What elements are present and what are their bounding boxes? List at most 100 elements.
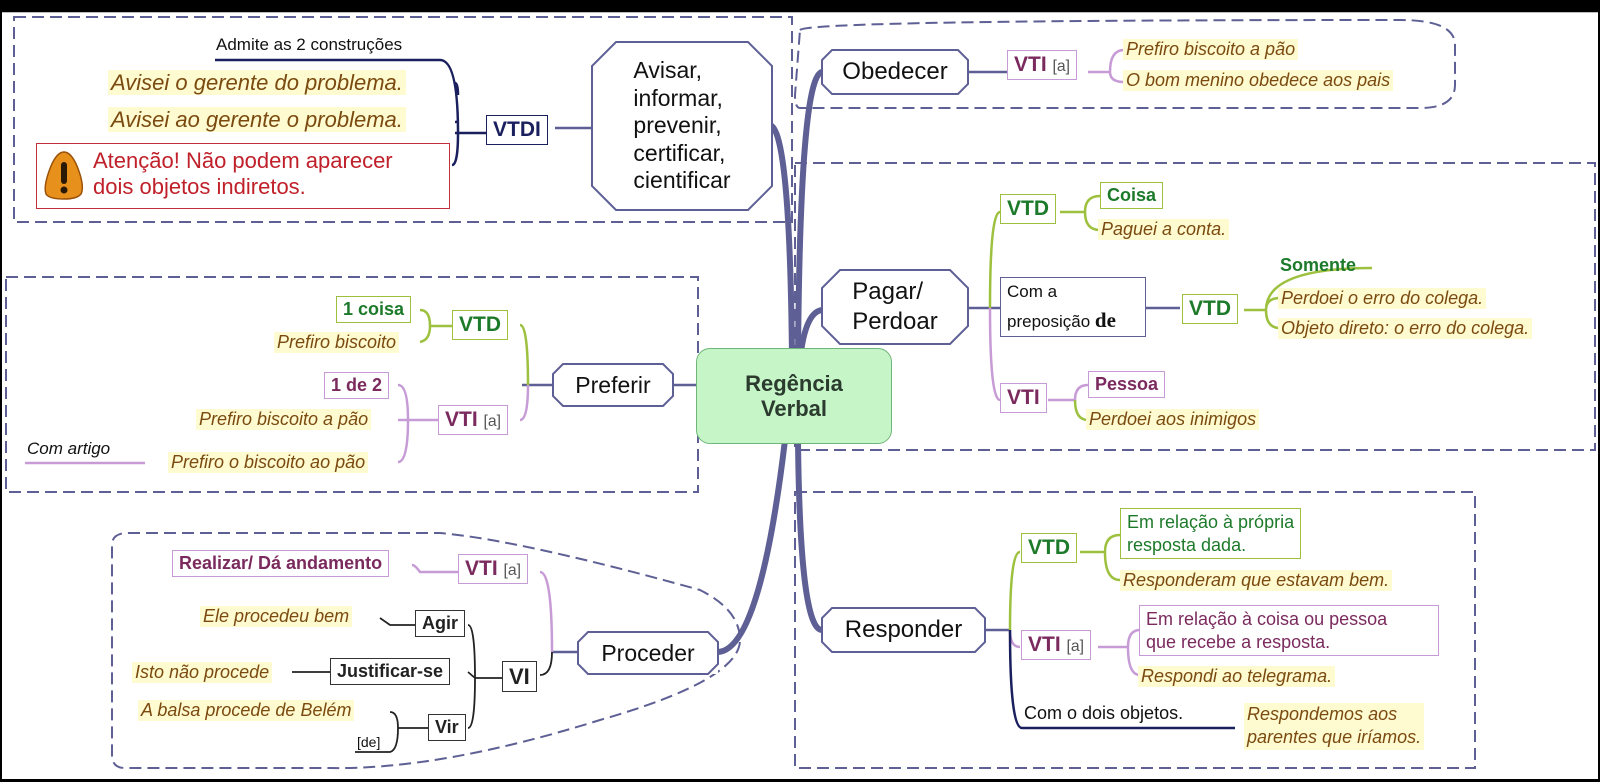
- responder-both-label[interactable]: Com o dois objetos.: [1024, 703, 1184, 723]
- links-pagar-vti: [988, 307, 1089, 402]
- responder-vti-type: VTI: [1028, 633, 1061, 656]
- pagar-vti-example[interactable]: Perdoei aos inimigos: [1086, 409, 1260, 430]
- pagar-vtd-example[interactable]: Paguei a conta.: [1098, 219, 1230, 240]
- proceder-vti-prep: [a]: [503, 562, 522, 579]
- topic-proceder[interactable]: Proceder: [577, 631, 719, 675]
- preferir-vti[interactable]: VTI [a]: [438, 405, 509, 436]
- links-preferir-vtd: [419, 308, 530, 386]
- preferir-vti-prep: [a]: [483, 413, 502, 430]
- responder-vti-label-line2: que recebe a resposta.: [1146, 631, 1331, 652]
- topic-obedecer[interactable]: Obedecer: [821, 49, 969, 95]
- preferir-vti-label[interactable]: 1 de 2: [324, 372, 390, 399]
- proceder-vi[interactable]: VI: [502, 661, 537, 693]
- central-topic[interactable]: Regência Verbal: [696, 348, 892, 444]
- warning-line1: Atenção! Não podem aparecer: [93, 148, 393, 173]
- pagar-verb-line1: Pagar/: [852, 278, 924, 305]
- warning-icon: [43, 150, 85, 200]
- responder-vti-label[interactable]: Em relação à coisa ou pessoa que recebe …: [1139, 605, 1439, 656]
- group-frame-avisar: [13, 16, 793, 223]
- obedecer-prep: [a]: [1052, 58, 1071, 75]
- pagar-prep-line1: Com a: [1007, 282, 1058, 301]
- pagar-prep-label[interactable]: Somente: [1280, 255, 1357, 275]
- preferir-vtd-label[interactable]: 1 coisa: [336, 296, 412, 323]
- group-frame-responder: [794, 491, 1476, 769]
- proceder-sense-justificar[interactable]: Justificar-se: [330, 658, 451, 685]
- pagar-vtd-label[interactable]: Coisa: [1100, 182, 1164, 209]
- avisar-verb-3: prevenir,: [633, 112, 722, 139]
- responder-vti[interactable]: VTI [a]: [1021, 630, 1092, 661]
- branch-proceder: [715, 437, 788, 655]
- avisar-verb-1: Avisar,: [633, 57, 703, 84]
- responder-both-example-line1: Respondemos aos: [1247, 704, 1398, 724]
- link-responder-both: [1008, 629, 1235, 730]
- pagar-prep-example-2[interactable]: Objeto direto: o erro do colega.: [1278, 318, 1533, 339]
- proceder-sense-agir-example[interactable]: Ele procedeu bem: [200, 606, 353, 627]
- avisar-verb-2: informar,: [633, 84, 723, 111]
- proceder-verb: Proceder: [601, 639, 695, 666]
- responder-vti-prep: [a]: [1066, 638, 1085, 655]
- topic-pagar[interactable]: Pagar/ Perdoar: [821, 269, 969, 345]
- preferir-vtd[interactable]: VTD: [452, 310, 508, 341]
- pagar-prep-vtd[interactable]: VTD: [1182, 294, 1238, 325]
- warning-line2: dois objetos indiretos.: [93, 174, 306, 200]
- responder-vtd-example[interactable]: Responderam que estavam bem.: [1120, 570, 1393, 591]
- proceder-vti-label[interactable]: Realizar/ Dá andamento: [172, 550, 390, 577]
- obedecer-type-vti[interactable]: VTI [a]: [1007, 50, 1078, 81]
- responder-verb: Responder: [844, 616, 963, 644]
- pagar-vtd[interactable]: VTD: [1000, 194, 1056, 225]
- proceder-sense-agir[interactable]: Agir: [415, 610, 465, 637]
- link-pagar-vti-example: [1073, 399, 1089, 422]
- central-title-line1: Regência: [745, 370, 843, 396]
- preferir-vtd-example[interactable]: Prefiro biscoito: [274, 332, 400, 353]
- proceder-sense-vir[interactable]: Vir: [428, 714, 466, 741]
- proceder-vti-type: VTI: [465, 557, 498, 580]
- group-frame-pagar: [794, 162, 1596, 451]
- links-obedecer-examples: [1088, 48, 1125, 84]
- responder-vtd[interactable]: VTD: [1021, 533, 1077, 564]
- obedecer-example-2[interactable]: O bom menino obedece aos pais: [1123, 70, 1394, 91]
- pagar-prep-line2: preposição: [1007, 311, 1091, 331]
- responder-vtd-label[interactable]: Em relação à própria resposta dada.: [1120, 508, 1302, 559]
- pagar-verb-line2: Perdoar: [852, 308, 938, 335]
- proceder-vti[interactable]: VTI [a]: [458, 554, 529, 585]
- proceder-sense-vir-note[interactable]: [de]: [357, 734, 381, 750]
- avisar-note[interactable]: Admite as 2 construções: [216, 35, 403, 54]
- links-preferir-vti: [25, 383, 530, 465]
- proceder-sense-vir-example[interactable]: A balsa procede de Belém: [138, 700, 355, 721]
- preferir-vti-example-1[interactable]: Prefiro biscoito a pão: [196, 409, 372, 430]
- links-proceder-vti: [411, 563, 554, 653]
- responder-both-example-line2: parentes que iríamos.: [1247, 727, 1422, 748]
- proceder-sense-justificar-example[interactable]: Isto não procede: [132, 662, 273, 683]
- preferir-verb: Preferir: [575, 371, 651, 398]
- branch-obedecer: [795, 69, 825, 363]
- avisar-warning[interactable]: Atenção! Não podem aparecer dois objetos…: [36, 143, 450, 209]
- central-title-line2: Verbal: [760, 396, 828, 421]
- obedecer-example-1[interactable]: Prefiro biscoito a pão: [1123, 39, 1299, 60]
- preferir-note[interactable]: Com artigo: [27, 439, 111, 458]
- avisar-example-2[interactable]: Avisei ao gerente o problema.: [108, 107, 406, 133]
- avisar-verb-5: cientificar: [633, 167, 731, 194]
- responder-vtd-label-line1: Em relação à própria: [1127, 512, 1295, 532]
- preferir-vti-type: VTI: [445, 408, 478, 431]
- pagar-vti[interactable]: VTI: [1000, 383, 1047, 414]
- topic-avisar[interactable]: Avisar, informar, prevenir, certificar, …: [591, 41, 773, 211]
- topic-preferir[interactable]: Preferir: [552, 363, 674, 407]
- preferir-vti-example-2[interactable]: Prefiro o biscoito ao pão: [168, 452, 369, 473]
- avisar-type-vtdi[interactable]: VTDI: [486, 115, 548, 146]
- links-proceder-vi: [292, 617, 553, 753]
- responder-both-example[interactable]: Respondemos aos parentes que iríamos.: [1244, 703, 1425, 750]
- group-frame-proceder: [111, 532, 742, 770]
- pagar-prep-node[interactable]: Com a preposição de: [1000, 277, 1146, 337]
- group-frame-obedecer: [793, 18, 1456, 109]
- responder-vti-label-line1: Em relação à coisa ou pessoa: [1146, 609, 1388, 629]
- pagar-vti-label[interactable]: Pessoa: [1088, 371, 1166, 398]
- avisar-example-1[interactable]: Avisei o gerente do problema.: [108, 70, 406, 96]
- responder-vti-example[interactable]: Respondi ao telegrama.: [1138, 666, 1336, 687]
- topic-responder[interactable]: Responder: [821, 607, 986, 653]
- responder-vtd-label-line2: resposta dada.: [1127, 534, 1247, 555]
- avisar-verb-4: certificar,: [633, 139, 726, 166]
- obedecer-verb: Obedecer: [842, 58, 948, 86]
- pagar-prep-example-1[interactable]: Perdoei o erro do colega.: [1278, 288, 1487, 309]
- branch-responder: [795, 437, 825, 633]
- branch-avisar: [767, 122, 795, 363]
